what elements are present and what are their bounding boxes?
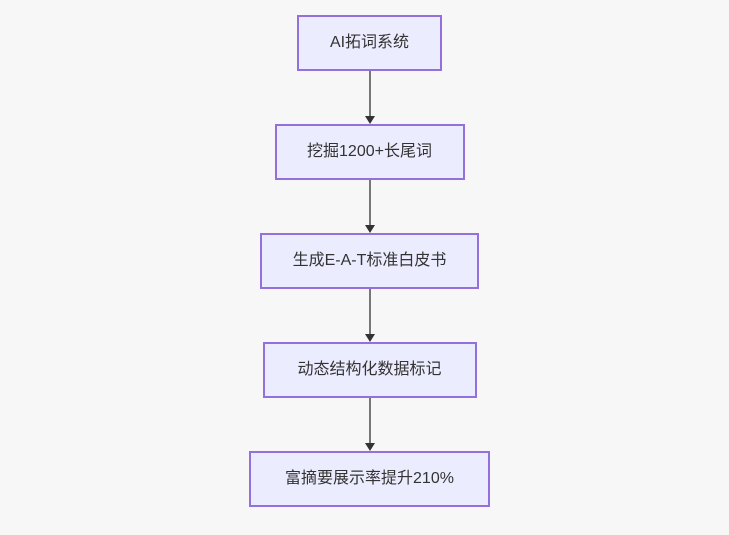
flow-node-label: 动态结构化数据标记 bbox=[297, 361, 442, 378]
connector-arrow-3 bbox=[364, 289, 376, 342]
flowchart-canvas: AI拓词系统 挖掘1200+长尾词 生成E-A-T标准白皮书 动态结构化数据标记… bbox=[5, 0, 729, 535]
arrow-line bbox=[368, 71, 371, 116]
flow-node-label: 生成E-A-T标准白皮书 bbox=[292, 252, 447, 269]
flow-node-eat-whitepaper: 生成E-A-T标准白皮书 bbox=[260, 233, 479, 289]
arrow-line bbox=[368, 289, 371, 334]
arrow-down-icon bbox=[364, 116, 375, 124]
arrow-line bbox=[368, 398, 371, 443]
flow-node-label: AI拓词系统 bbox=[329, 34, 410, 51]
flow-node-ai-word-system: AI拓词系统 bbox=[297, 15, 442, 71]
flow-node-structured-data: 动态结构化数据标记 bbox=[262, 342, 477, 398]
connector-arrow-4 bbox=[364, 398, 376, 451]
flow-node-longtail-keywords: 挖掘1200+长尾词 bbox=[274, 124, 465, 180]
arrow-line bbox=[368, 180, 371, 225]
flow-node-rich-snippet-result: 富摘要展示率提升210% bbox=[249, 451, 490, 507]
arrow-down-icon bbox=[364, 443, 375, 451]
connector-arrow-2 bbox=[364, 180, 376, 233]
arrow-down-icon bbox=[364, 225, 375, 233]
arrow-down-icon bbox=[364, 334, 375, 342]
connector-arrow-1 bbox=[364, 71, 376, 124]
flow-node-label: 挖掘1200+长尾词 bbox=[307, 143, 432, 160]
flow-node-label: 富摘要展示率提升210% bbox=[285, 470, 454, 487]
